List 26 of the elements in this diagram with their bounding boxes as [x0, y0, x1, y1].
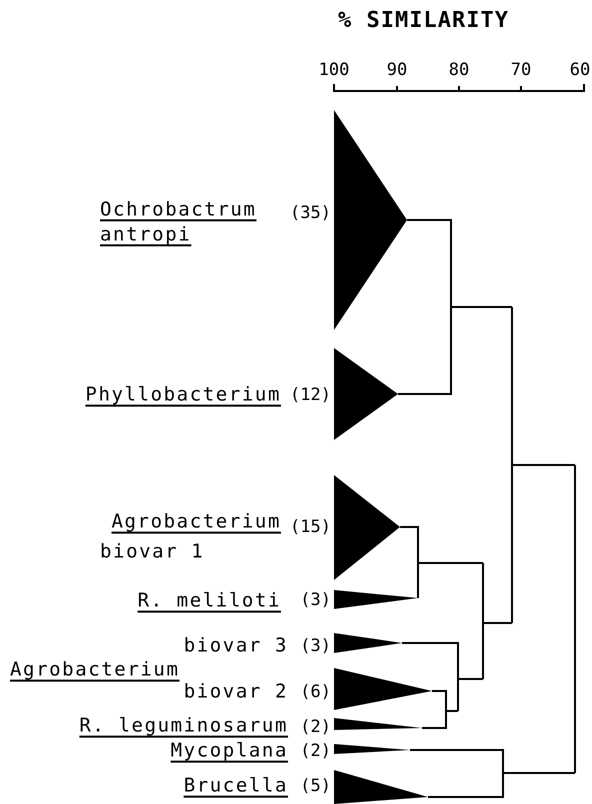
tick-label: 100 [318, 58, 350, 82]
tick-label: 80 [448, 58, 470, 82]
strain-count: (2) [300, 716, 331, 738]
axis-title: % SIMILARITY [338, 8, 509, 33]
tick-label: 70 [510, 58, 532, 82]
strain-count: (35) [290, 202, 331, 224]
taxon-label: Mycoplana [170, 738, 288, 764]
taxon-label: Brucella [184, 774, 288, 798]
strain-count: (3) [300, 588, 331, 612]
strain-count: (3) [300, 634, 331, 658]
strain-count: (12) [290, 384, 331, 406]
taxon-label: Agrobacterium [10, 658, 180, 682]
tick-label: 60 [570, 58, 590, 82]
strain-count: (6) [300, 680, 331, 704]
taxon-label: R. meliloti [138, 588, 281, 614]
strain-count: (15) [290, 516, 331, 538]
taxon-label: biovar 2 [184, 680, 288, 704]
taxon-label: Agrobacterium [111, 510, 281, 534]
tick-label: 90 [386, 58, 408, 82]
strain-count: (2) [300, 740, 331, 762]
taxon-label: biovar 3 [184, 634, 288, 658]
taxon-label: Phyllobacterium [85, 382, 281, 408]
strain-count: (5) [300, 774, 331, 798]
taxon-label: Ochrobactrum antropi [100, 197, 258, 247]
taxon-label: R. leguminosarum [79, 714, 288, 738]
taxon-label: biovar 1 [100, 540, 204, 564]
